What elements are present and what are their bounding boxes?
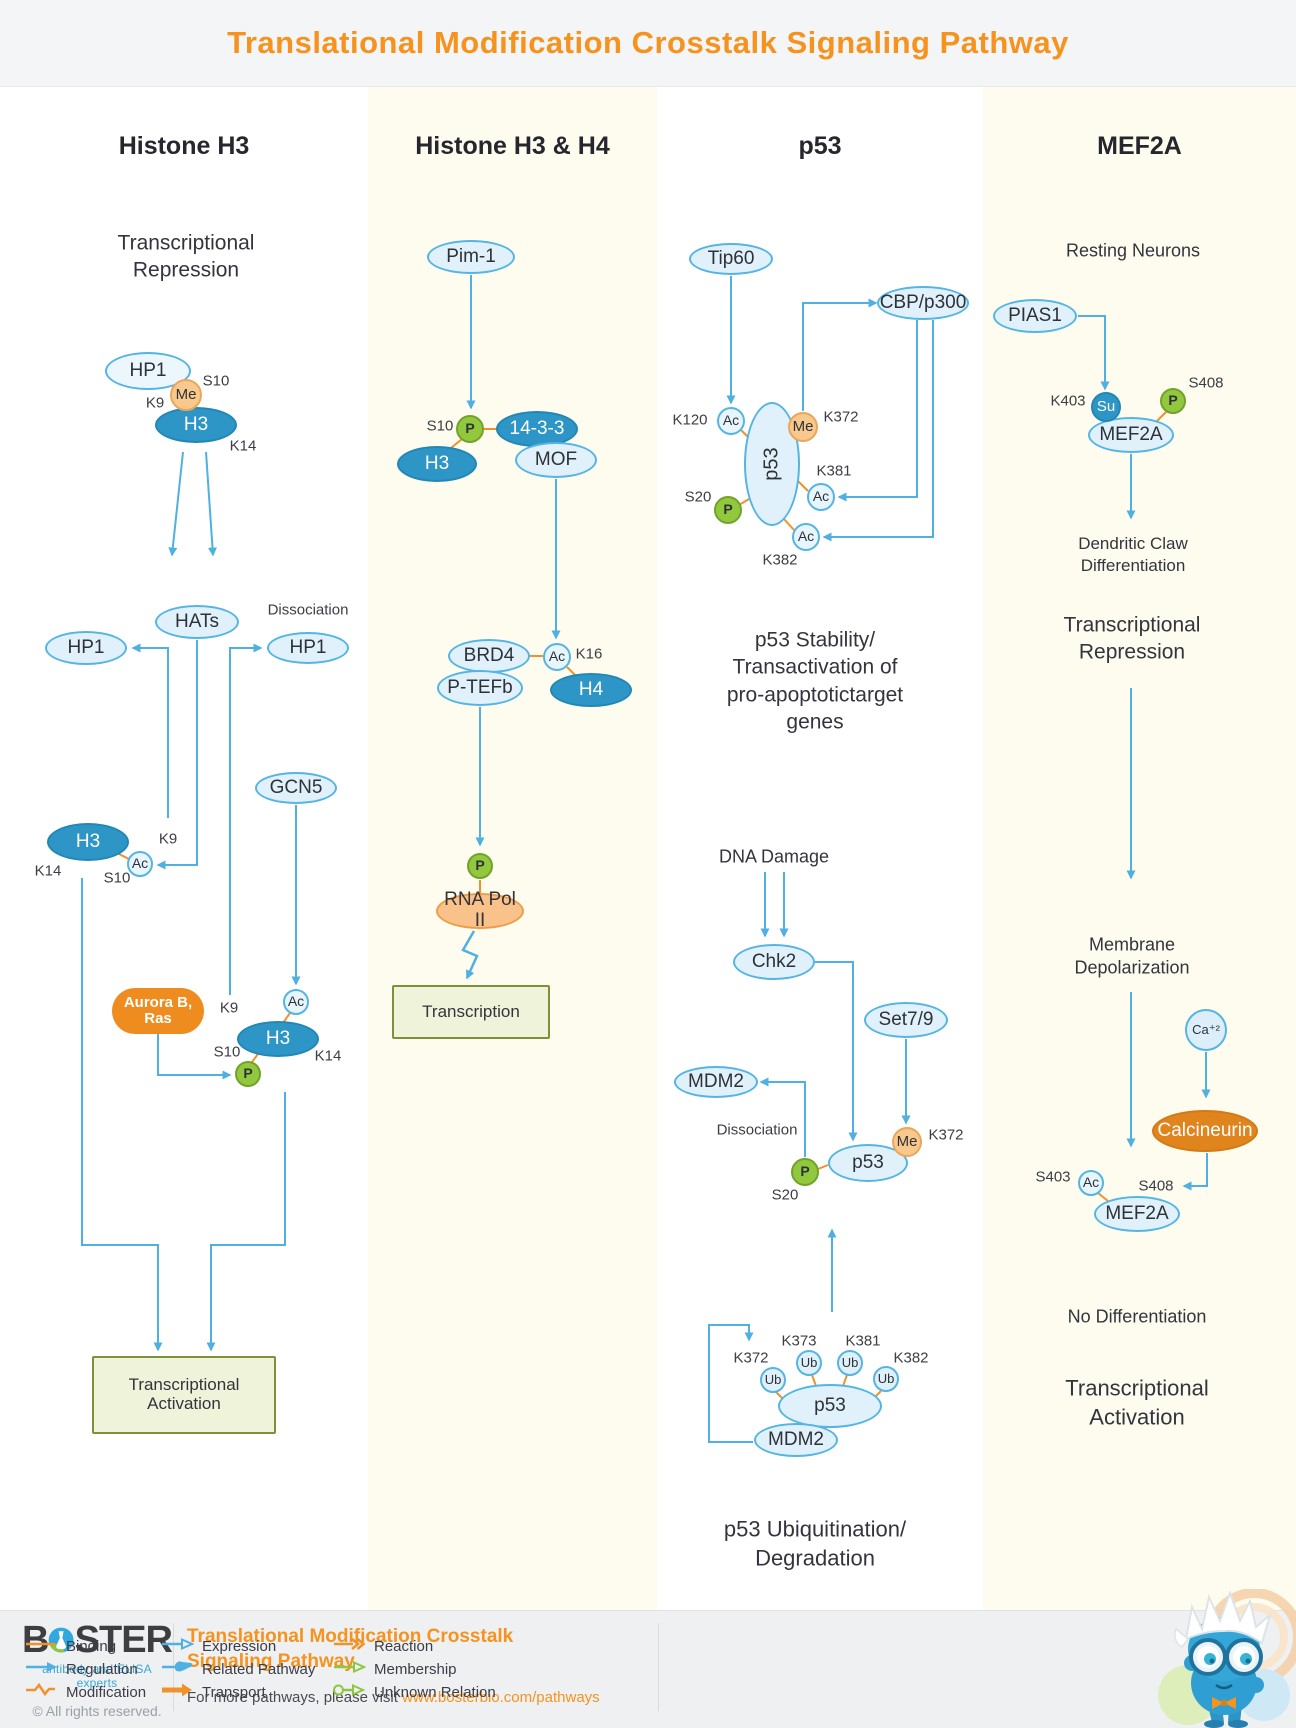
brand-tagline: antibody and ELISA experts: [42, 1662, 152, 1690]
footer-divider-2: [658, 1623, 659, 1711]
column-title-histone-h3-h4: Histone H3 & H4: [415, 132, 610, 160]
visit-text: For more pathways, please visit: [187, 1689, 398, 1707]
column-mef2a: MEF2A: [983, 86, 1296, 1610]
column-title-mef2a: MEF2A: [1097, 132, 1182, 160]
footer-visit-line: For more pathways, please visit www.bost…: [187, 1689, 627, 1706]
copyright-text: © All rights reserved.: [32, 1703, 162, 1719]
poster-title: Translational Modification Crosstalk Sig…: [227, 25, 1069, 60]
column-histone-h3: Histone H3: [0, 86, 368, 1610]
brand-letter-b: B: [22, 1619, 49, 1661]
brand-block: B STER antibody and ELISA experts © All …: [22, 1619, 173, 1719]
poster-header: Translational Modification Crosstalk Sig…: [0, 0, 1296, 87]
mascot-illustration: [1158, 1589, 1296, 1728]
brand-letters-ster: STER: [74, 1619, 173, 1661]
boster-logo: B STER: [22, 1619, 173, 1661]
pathways-link[interactable]: www.bosterbio.com/pathways: [402, 1689, 600, 1707]
footer-divider-1: [173, 1623, 174, 1711]
pathway-info-block: Translational Modification Crosstalk Sig…: [187, 1625, 627, 1706]
footer-pathway-title: Translational Modification Crosstalk Sig…: [187, 1626, 514, 1672]
column-histone-h3-h4: Histone H3 & H4: [368, 86, 657, 1610]
column-title-p53: p53: [798, 132, 842, 160]
boster-logo-o-icon: [49, 1627, 74, 1653]
column-p53: p53: [657, 86, 983, 1610]
poster-footer: B STER antibody and ELISA experts © All …: [0, 1589, 1296, 1728]
column-title-histone-h3: Histone H3: [118, 132, 250, 160]
